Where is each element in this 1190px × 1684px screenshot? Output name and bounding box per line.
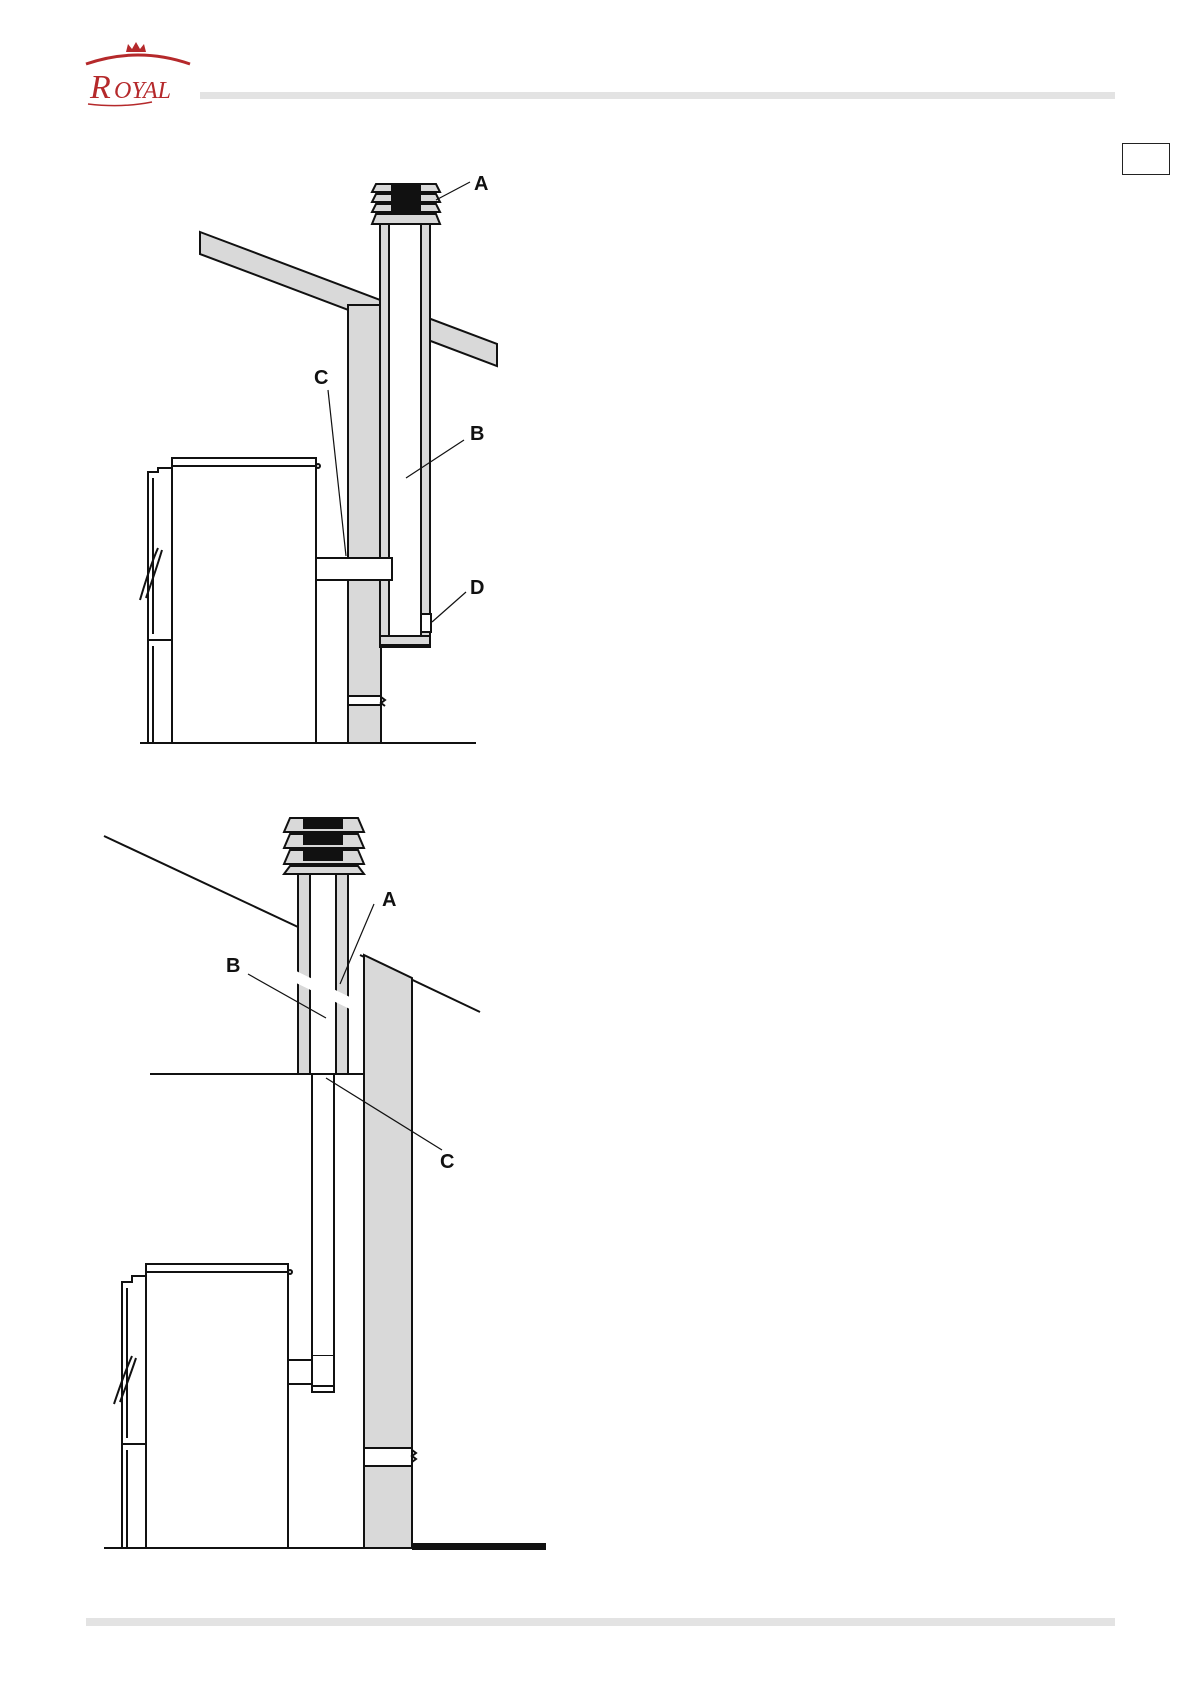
svg-text:R: R: [89, 69, 111, 106]
stove-body: [172, 458, 316, 743]
chimney-base-cap: [380, 636, 430, 645]
roof-slab: [200, 232, 497, 366]
language-tab-box: [1122, 143, 1170, 175]
stove-handle-icon: [140, 548, 162, 600]
stove-door: [148, 468, 172, 743]
outdoor-ground: [412, 1543, 546, 1550]
wall-bracket: [348, 696, 381, 705]
inspection-door: [421, 614, 431, 632]
label-b-pipe: B: [470, 423, 484, 445]
wall-bracket: [364, 1448, 412, 1466]
chimney-pipe-inner: [389, 222, 421, 636]
footer-divider: [86, 1618, 1115, 1626]
crown-icon: [126, 42, 146, 52]
chimney-pipe-inner: [310, 870, 336, 1074]
external-wall: [364, 955, 412, 1548]
label-b-pipe: B: [226, 955, 240, 977]
stove-handle-icon: [114, 1356, 136, 1404]
header-divider: [200, 92, 1115, 99]
flue-connector: [288, 1360, 312, 1384]
wall: [348, 305, 381, 743]
roof-line: [104, 836, 298, 927]
label-d-door: D: [470, 577, 484, 599]
chimney-pipe-outer: [298, 870, 348, 1074]
svg-text:OYAL: OYAL: [114, 78, 171, 104]
label-a-pipe: A: [382, 889, 396, 911]
flue-connector: [316, 558, 392, 580]
label-c-connector: C: [314, 367, 328, 389]
stove-body: [146, 1264, 288, 1548]
label-c-ceiling: C: [440, 1151, 454, 1173]
label-a-cowl: A: [474, 173, 488, 195]
chimney-pipe-outer: [380, 222, 430, 647]
chimney-cowl-icon: [284, 818, 364, 874]
chimney-cowl-icon: [372, 184, 440, 224]
stove-door: [122, 1276, 146, 1548]
flue-pipe: [312, 1074, 334, 1356]
royal-logo: R OYAL: [82, 40, 194, 110]
